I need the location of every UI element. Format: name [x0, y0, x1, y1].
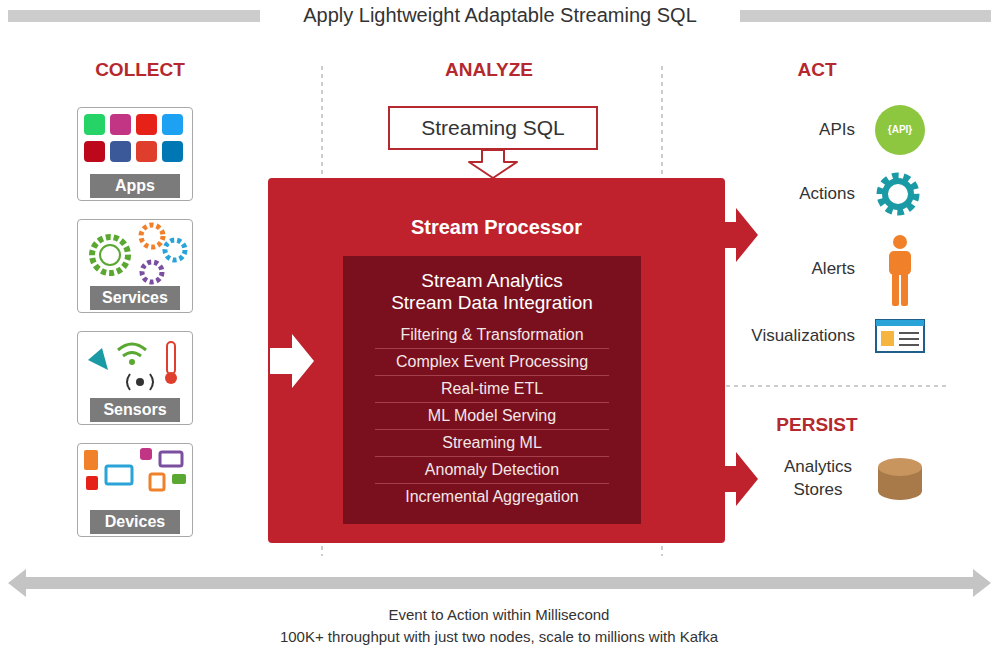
capability-item: Anomaly Detection: [375, 456, 609, 483]
capability-item: Real-time ETL: [375, 375, 609, 402]
decor-shape: [876, 320, 924, 326]
decor-shape: [150, 474, 164, 490]
decor-shape: [165, 240, 185, 260]
services-gears: [92, 225, 185, 282]
flow-arrow: [469, 150, 517, 178]
source-box: Devices: [77, 443, 193, 537]
decor-shape: [881, 177, 915, 211]
column-heading: PERSIST: [776, 412, 857, 438]
source-label: Devices: [90, 510, 180, 534]
output-label: Alerts: [812, 258, 855, 281]
source-box: Apps: [77, 107, 193, 201]
query-label: Streaming SQL: [421, 116, 565, 140]
decor-shape: [160, 452, 182, 466]
database-icon: [878, 458, 922, 500]
decor-shape: [88, 348, 108, 370]
capability-item: ML Model Serving: [375, 402, 609, 429]
decor-shape: [92, 237, 128, 273]
analytics-box: Stream Analytics Stream Data Integration…: [343, 256, 641, 524]
column-dividers: [322, 66, 946, 556]
decor-shape: [740, 10, 991, 22]
decor-shape: [86, 476, 98, 490]
devices-icons: [84, 448, 186, 490]
decor-shape: [118, 344, 146, 350]
decor-shape: [899, 332, 919, 334]
api-icon: [875, 105, 925, 155]
decor-shape: [106, 466, 132, 484]
output-label: Analytics Stores: [773, 456, 863, 502]
output-label: APIs: [819, 119, 855, 142]
column-heading: COLLECT: [95, 57, 185, 83]
apps-icons: [84, 114, 183, 162]
decor-shape: [84, 114, 105, 135]
capability-item: Filtering & Transformation: [375, 322, 609, 348]
column-heading: ACT: [797, 57, 836, 83]
footer-note: 100K+ throughput with just two nodes, sc…: [280, 627, 718, 647]
decor-shape: [876, 320, 924, 352]
decor-shape: [162, 114, 183, 135]
footer-note: Event to Action within Millisecond: [389, 605, 610, 625]
decor-shape: [718, 386, 946, 387]
output-label: Visualizations: [751, 325, 855, 348]
decor-shape: [100, 245, 120, 265]
column-heading: ANALYZE: [445, 57, 533, 83]
processor-title: Stream Processor: [268, 216, 725, 239]
source-box: Sensors: [77, 331, 193, 425]
output-label: Actions: [799, 183, 855, 206]
source-label: Sensors: [90, 398, 180, 422]
decor-shape: [892, 270, 899, 306]
decor-shape: [110, 114, 131, 135]
decor-shape: [129, 359, 135, 365]
decor-shape: [881, 331, 894, 346]
decor-shape: [136, 378, 144, 386]
decor-shape: [899, 338, 919, 340]
source-label: Apps: [90, 174, 180, 198]
capability-item: Complex Event Processing: [375, 348, 609, 375]
decor-shape: [8, 569, 991, 597]
source-box: Services: [77, 219, 193, 313]
decor-shape: [901, 270, 908, 306]
processor-box: Stream ProcessorStream Analytics Stream …: [268, 178, 725, 543]
decor-shape: [84, 450, 98, 470]
decor-shape: [136, 114, 157, 135]
decor-shape: [165, 372, 177, 384]
diagram-title: Apply Lightweight Adaptable Streaming SQ…: [260, 4, 740, 27]
decor-shape: [162, 141, 183, 162]
decor-shape: [136, 141, 157, 162]
decor-shape: [172, 474, 186, 484]
decor-shape: [110, 141, 131, 162]
gear-icon: [881, 177, 915, 211]
capability-item: Streaming ML: [375, 429, 609, 456]
decor-shape: [167, 342, 175, 374]
decor-shape: [140, 448, 152, 460]
analytics-heading: Stream Analytics Stream Data Integration: [389, 270, 595, 314]
capability-item: Incremental Aggregation: [375, 483, 609, 510]
decor-shape: [141, 225, 163, 247]
decor-shape: [127, 374, 153, 390]
decor-shape: [899, 333, 919, 345]
query-box: Streaming SQL: [388, 106, 598, 150]
decor-shape: [84, 141, 105, 162]
decor-shape: [893, 235, 907, 249]
person-icon: [889, 235, 911, 306]
sensors-icons: [88, 342, 177, 390]
source-label: Services: [90, 286, 180, 310]
dashboard-icon: [876, 320, 924, 352]
decor-shape: [899, 344, 919, 346]
decor-shape: [885, 181, 911, 207]
decor-shape: [142, 262, 162, 282]
decor-shape: [8, 10, 260, 22]
decor-shape: [875, 105, 925, 155]
timeline-arrow: [8, 569, 991, 597]
icon-text: {API}: [888, 123, 912, 137]
decor-shape: [123, 353, 141, 357]
decor-shape: [878, 458, 922, 476]
